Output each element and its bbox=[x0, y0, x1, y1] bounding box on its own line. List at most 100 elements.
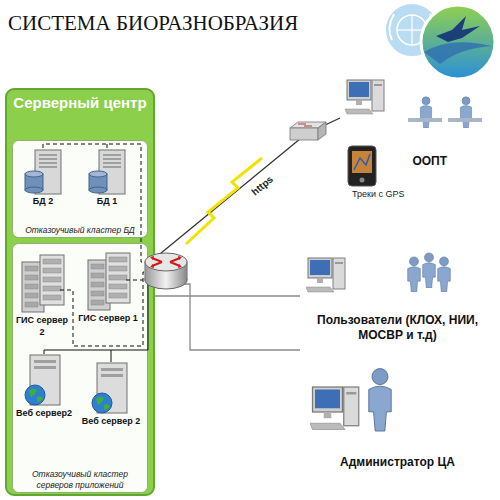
server-icon-part bbox=[106, 253, 130, 303]
web-server: Веб сервер2 bbox=[14, 353, 74, 420]
server-icon-part bbox=[43, 286, 61, 291]
oopt-staff-part bbox=[420, 97, 431, 128]
cluster-shape bbox=[12, 140, 148, 238]
users-computer-part bbox=[306, 258, 345, 292]
device-caption: Треки с GPS bbox=[350, 189, 406, 200]
server-icon bbox=[18, 148, 68, 196]
admin-group: Администратор ЦА bbox=[300, 340, 495, 475]
node-label: Веб сервер 2 bbox=[80, 416, 142, 428]
server-icon-part bbox=[43, 268, 61, 273]
admin-person bbox=[369, 369, 391, 431]
switch-icon-part bbox=[290, 122, 326, 128]
server-icon-part bbox=[34, 360, 56, 363]
server-icon-part bbox=[39, 158, 57, 160]
server-icon-part bbox=[109, 266, 127, 271]
server-icon-part bbox=[101, 374, 123, 377]
server-center-panel: Серверный центрОтказоучивый кластер БДБД… bbox=[5, 88, 155, 496]
server-icon bbox=[14, 353, 74, 408]
server-icon-part bbox=[91, 273, 104, 278]
panel-shape bbox=[5, 88, 155, 496]
cluster-fill bbox=[13, 141, 148, 238]
db-wires-part bbox=[43, 144, 148, 262]
oopt-staff-part bbox=[460, 97, 471, 128]
server-icon-part bbox=[43, 259, 61, 264]
oopt-computer bbox=[345, 80, 384, 114]
gps-device-part bbox=[360, 178, 365, 183]
server-icon-part bbox=[25, 302, 38, 307]
server-icon-part bbox=[39, 154, 57, 156]
server-icon-part bbox=[109, 284, 127, 289]
logo-un bbox=[385, 3, 439, 57]
server-icon-part bbox=[25, 266, 38, 271]
server-icon-part bbox=[25, 171, 43, 177]
cluster-shape bbox=[12, 243, 148, 493]
server-icon-part bbox=[89, 174, 107, 190]
panel-fill bbox=[6, 89, 154, 495]
server-icon-part bbox=[101, 368, 123, 371]
users-computer bbox=[306, 258, 345, 292]
oopt-staff-part bbox=[408, 118, 442, 122]
server-icon-part bbox=[34, 366, 56, 369]
switch-icon-part bbox=[298, 124, 312, 126]
server-icon-part bbox=[39, 166, 57, 168]
node-label: Администратор ЦА bbox=[340, 455, 455, 470]
server-icon bbox=[76, 251, 140, 313]
node-label: ГИС сервер 2 bbox=[14, 315, 70, 338]
logo-biodiversity-part bbox=[421, 5, 495, 79]
oopt-staff-part bbox=[448, 118, 482, 122]
oopt-computer-part bbox=[345, 80, 384, 114]
logo-un-part bbox=[397, 15, 427, 45]
node-label: Отказоучивый кластер серверов приложений bbox=[18, 469, 142, 490]
network-link bbox=[155, 295, 300, 296]
cluster-fill bbox=[13, 244, 148, 493]
admin-computer-part bbox=[310, 387, 359, 430]
node-label: ООПТ bbox=[412, 154, 447, 169]
server-icon-part bbox=[109, 293, 127, 298]
web-server: Веб сервер 2 bbox=[80, 361, 142, 428]
server-icon-part bbox=[25, 385, 45, 405]
router-icon-part bbox=[146, 262, 187, 280]
server-icon-part bbox=[99, 150, 125, 194]
server-icon-part bbox=[89, 171, 107, 177]
node-label: БД 1 bbox=[82, 196, 132, 208]
device-caption-box: Треки с GPS bbox=[350, 189, 406, 200]
node-label: ГИС сервер 1 bbox=[76, 313, 140, 325]
admin-person-part bbox=[369, 369, 391, 431]
gps-device-part bbox=[354, 154, 370, 170]
logo-un-part bbox=[385, 3, 439, 57]
lightning-link bbox=[186, 158, 262, 244]
title-box: СИСТЕМА БИОРАЗНОБРАЗИЯ bbox=[8, 10, 298, 36]
server-icon bbox=[82, 148, 132, 196]
db-server: БД 1 bbox=[82, 148, 132, 208]
logo-biodiversity-part bbox=[424, 42, 492, 64]
server-icon-part bbox=[91, 282, 104, 287]
node-label: Веб сервер2 bbox=[14, 408, 74, 420]
server-icon-part bbox=[91, 291, 104, 296]
router-icon-part bbox=[150, 256, 182, 268]
server-icon-part bbox=[103, 158, 121, 160]
server-icon-part bbox=[22, 262, 44, 312]
logo-un-part bbox=[397, 29, 427, 30]
server-icon-part bbox=[103, 154, 121, 156]
lightning-link-part bbox=[186, 158, 262, 244]
server-icon-part bbox=[109, 275, 127, 280]
server-icon-part bbox=[91, 300, 104, 305]
users-people bbox=[408, 253, 451, 292]
gis-wires bbox=[60, 272, 148, 346]
logo-un-part bbox=[411, 15, 412, 45]
node-label: Отказоучивый кластер БД bbox=[25, 225, 135, 236]
server-icon-part bbox=[25, 275, 38, 280]
server-icon-part bbox=[25, 174, 43, 190]
gps-device-part bbox=[348, 146, 376, 186]
user-group: Пользователи (КЛОХ, НИИ, МОСВР и т.д) bbox=[300, 250, 495, 345]
users-people-part bbox=[408, 257, 421, 292]
server-icon-part bbox=[97, 363, 127, 413]
db-wires bbox=[43, 144, 148, 262]
gps-device-part bbox=[352, 151, 372, 173]
server-icon-part bbox=[25, 293, 38, 298]
gis-wires-part bbox=[126, 280, 143, 281]
